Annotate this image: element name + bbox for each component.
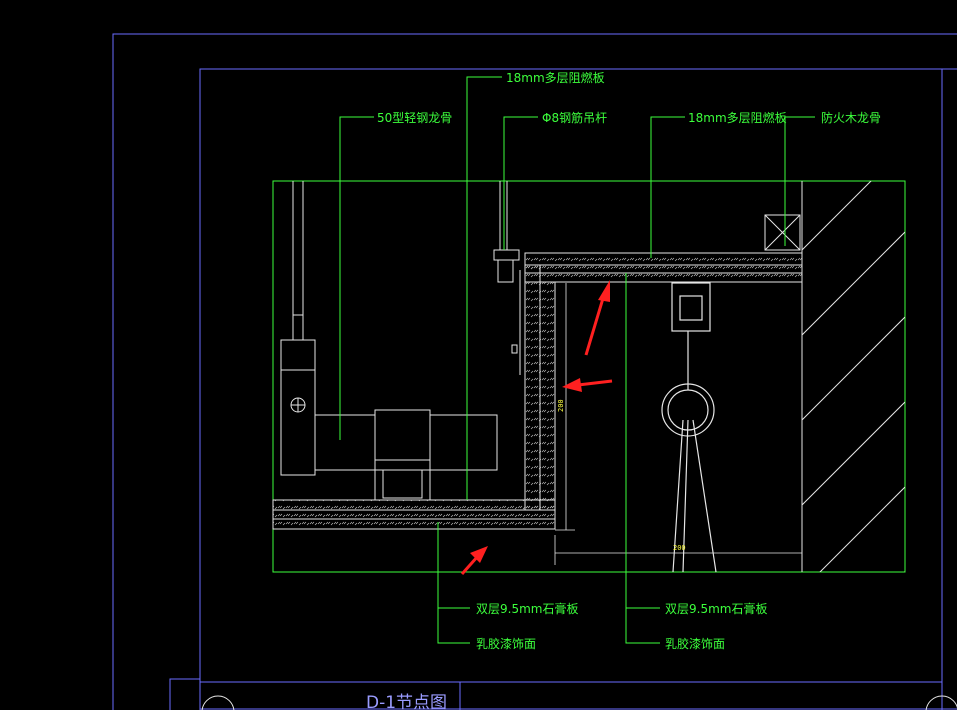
label-latex-right: 乳胶漆饰面 <box>665 636 725 651</box>
dimension-lines <box>554 283 803 565</box>
detail-boundary <box>272 180 906 573</box>
label-fire-wood-keel: 防火木龙骨 <box>821 110 881 125</box>
leader-lines <box>339 76 815 644</box>
label-hanger-rod: Φ8钢筋吊杆 <box>542 110 607 125</box>
mid-hanger <box>493 181 520 283</box>
annotation-arrows <box>460 280 613 575</box>
red-arrow-middle <box>562 378 613 392</box>
label-keel-50: 50型轻钢龙骨 <box>377 111 452 125</box>
drawing-title: D-1节点图 <box>366 693 447 710</box>
label-board-top-right: 18mm多层阻燃板 <box>688 110 787 125</box>
sheet-frame <box>112 33 957 710</box>
label-gypsum-right: 双层9.5mm石膏板 <box>665 601 767 616</box>
red-arrow-bottom <box>460 546 488 575</box>
wall-hatch <box>801 181 905 572</box>
curtain-track <box>661 282 717 573</box>
label-board-top-left: 18mm多层阻燃板 <box>506 70 605 85</box>
vertical-dimension: 200 <box>557 399 565 412</box>
top-board <box>524 252 803 283</box>
left-hanger <box>280 181 316 476</box>
horizontal-dimension: 200 <box>673 544 686 552</box>
vertical-board <box>511 264 556 511</box>
red-arrow-top <box>584 280 610 356</box>
wood-keel <box>764 214 801 251</box>
keel-profile <box>314 409 498 501</box>
bottom-board <box>272 499 556 530</box>
label-gypsum-left: 双层9.5mm石膏板 <box>476 601 578 616</box>
label-latex-left: 乳胶漆饰面 <box>476 636 536 651</box>
